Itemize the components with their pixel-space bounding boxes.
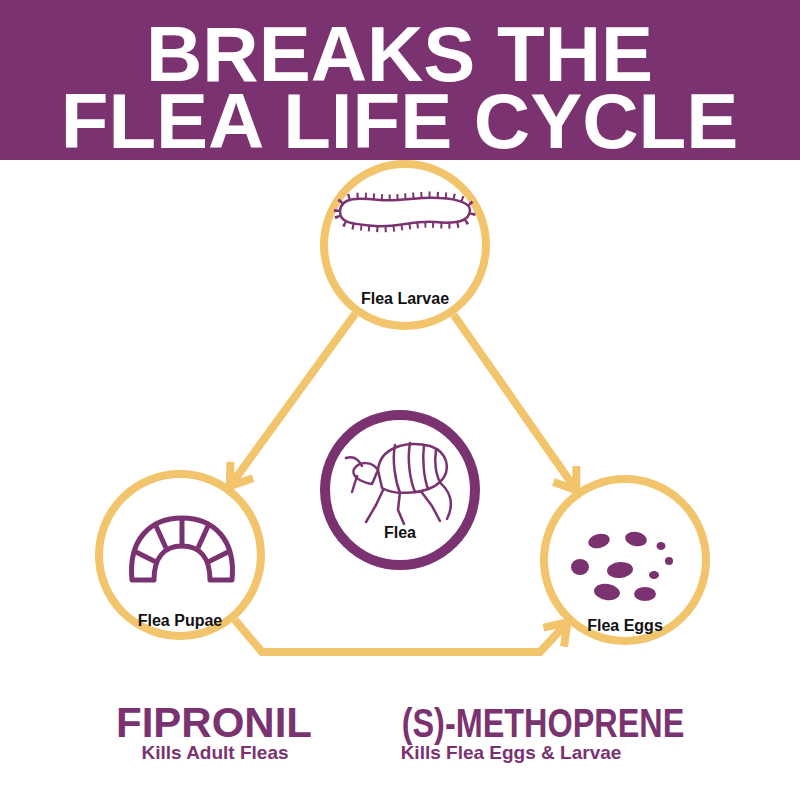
pupa-segment xyxy=(180,519,185,546)
flea-antenna xyxy=(346,457,362,466)
flea-leg xyxy=(366,488,384,522)
stage-label: Flea Eggs xyxy=(540,617,710,635)
pupa-segment xyxy=(208,552,228,562)
flea-leg xyxy=(398,492,404,524)
flea-head xyxy=(353,463,378,484)
circle-shape xyxy=(544,479,706,641)
flea-body xyxy=(378,444,447,493)
stage-label: Flea Pupae xyxy=(95,612,265,630)
circle-outline xyxy=(320,410,480,570)
egg xyxy=(634,587,656,601)
flea-leg xyxy=(436,480,451,519)
larvae-stage-circle: Flea Larvae xyxy=(320,160,490,330)
egg xyxy=(593,582,621,601)
egg xyxy=(665,557,673,565)
larva-bristles xyxy=(340,198,470,227)
stage-label: Flea xyxy=(320,524,480,542)
flea-segment xyxy=(435,450,440,482)
eggs-illustration xyxy=(571,530,673,602)
egg xyxy=(587,531,612,550)
pupa-segment xyxy=(156,526,166,548)
egg xyxy=(606,561,633,579)
flea-mouth xyxy=(352,476,357,492)
pupae-stage-circle: Flea Pupae xyxy=(95,470,265,640)
egg xyxy=(649,571,659,579)
ingredient-effect: Kills Flea Eggs & Larvae xyxy=(211,742,800,763)
flea-segment xyxy=(423,445,428,489)
egg xyxy=(624,530,648,548)
circle-shape xyxy=(99,474,261,636)
cycle-arrow xyxy=(235,620,567,652)
egg xyxy=(657,542,666,550)
flea-segment xyxy=(394,445,400,493)
eggs-stage-circle: Flea Eggs xyxy=(540,475,710,645)
title-text: BREAKS THE FLEA LIFE CYCLE xyxy=(47,21,752,155)
egg xyxy=(571,559,589,575)
larva-body xyxy=(340,198,470,227)
title-band xyxy=(0,0,800,160)
flea-illustration xyxy=(346,443,451,524)
ingredient-name: (S)-METHOPRENE xyxy=(300,701,786,745)
pupa-segment xyxy=(136,552,156,562)
flea-segment xyxy=(409,443,415,492)
circle-shape xyxy=(325,415,475,565)
stage-label: Flea Larvae xyxy=(320,290,490,308)
pupa-segment xyxy=(198,526,208,548)
pupa-outline xyxy=(132,518,233,580)
adult-flea-circle: Flea xyxy=(320,410,480,570)
flea-leg xyxy=(420,490,440,521)
pupa-illustration xyxy=(132,518,233,580)
larva-illustration xyxy=(340,198,470,227)
